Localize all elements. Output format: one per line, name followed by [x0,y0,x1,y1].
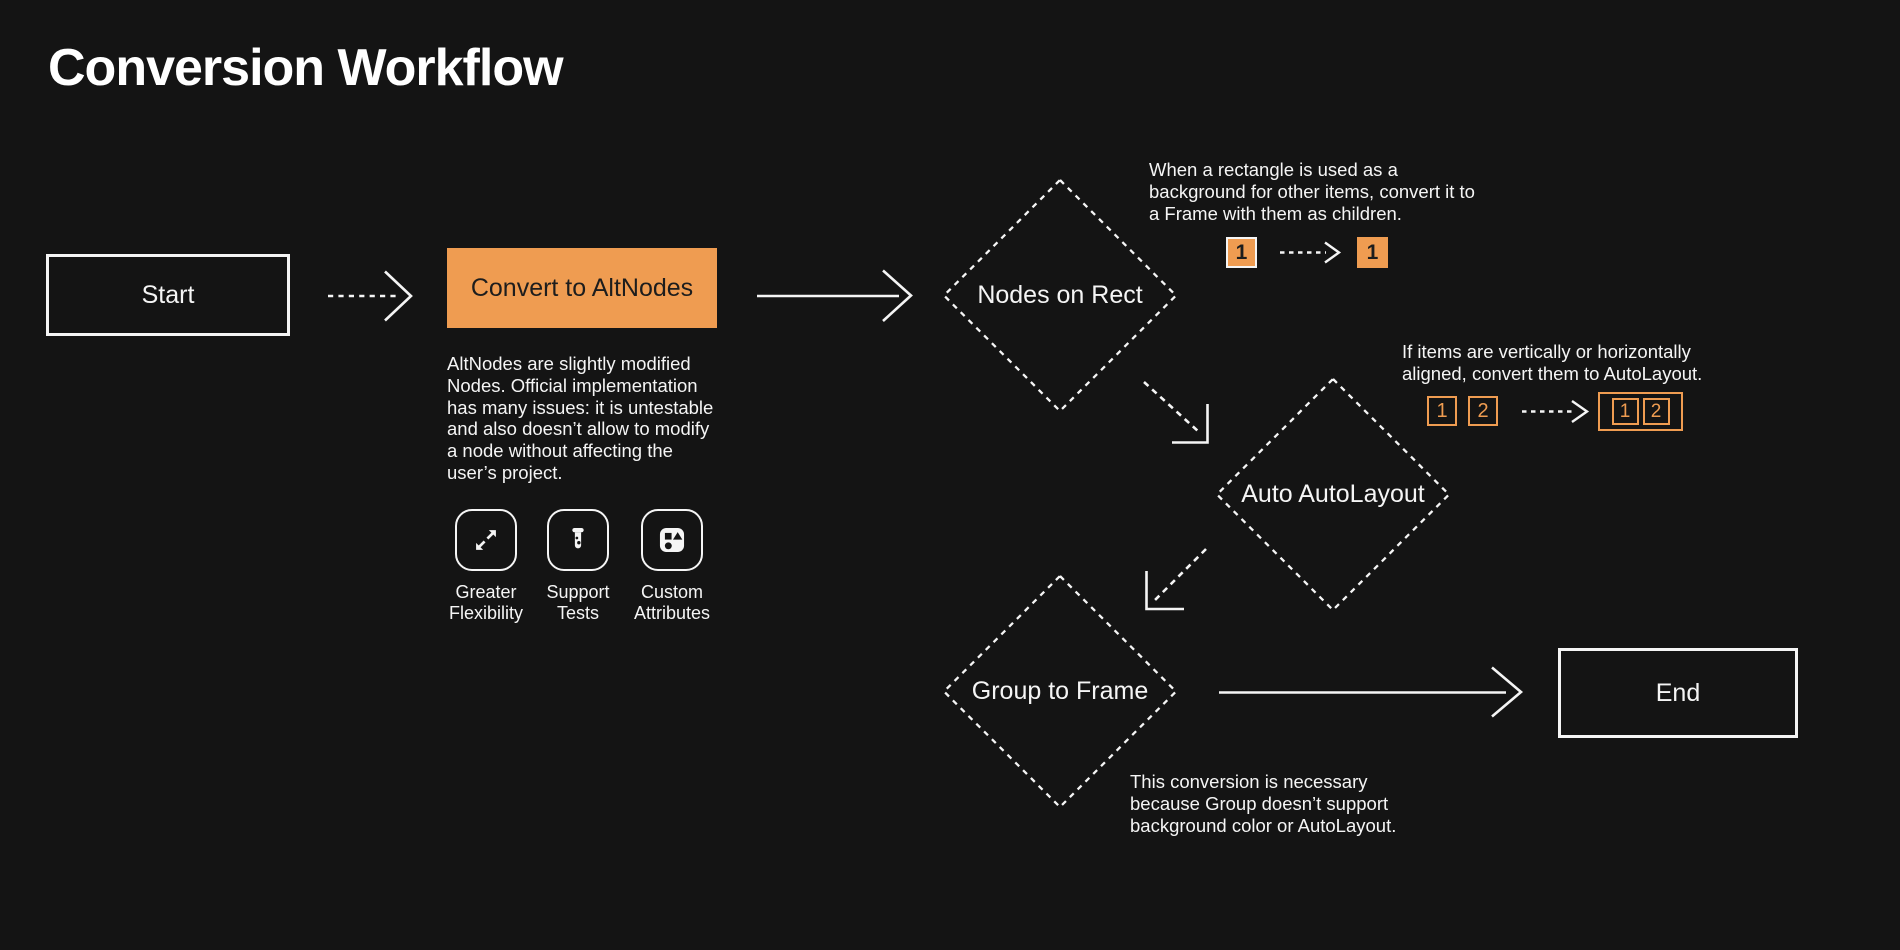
note-autolayout-after-2: 2 [1642,398,1670,425]
node-start[interactable]: Start [46,254,290,336]
diamond-label: Group to Frame [971,677,1149,705]
diamond-label: Auto AutoLayout [1241,480,1425,508]
note-autolayout-before-2: 2 [1468,396,1498,426]
diamond-label: Nodes on Rect [977,281,1143,309]
altnodes-features: Greater Flexibility Support Tests [442,509,718,624]
feature-greater-flexibility: Greater Flexibility [442,509,530,624]
test-tube-icon [547,509,609,571]
feature-label: Custom Attributes [633,582,711,623]
arrow-nodesonrect-to-autolayout [1143,381,1209,444]
arrow-convert-to-nodesonrect [757,269,913,322]
node-auto-autolayout[interactable]: Auto AutoLayout [1217,379,1449,610]
note-autolayout-text: If items are vertically or horizontally … [1402,341,1703,384]
node-start-label: Start [141,280,195,309]
note-autolayout-arrow [1522,400,1590,423]
arrow-autolayout-to-grouptoframe [1145,548,1207,611]
feature-custom-attributes: Custom Attributes [626,509,718,624]
note-rect-arrow [1280,241,1342,264]
arrow-grouptoframe-to-end [1219,666,1524,718]
node-convert-label: Convert to AltNodes [470,273,694,302]
node-end-label: End [1655,678,1701,707]
note-autolayout-before-1: 1 [1427,396,1457,426]
feature-label: Greater Flexibility [448,582,523,623]
altnodes-description: AltNodes are slightly modified Nodes. Of… [447,353,714,483]
node-nodes-on-rect[interactable]: Nodes on Rect [944,180,1176,411]
feature-support-tests: Support Tests [536,509,620,624]
note-rect-before-1: 1 [1226,237,1257,268]
feature-label: Support Tests [546,582,610,623]
node-end[interactable]: End [1558,648,1798,738]
node-group-to-frame[interactable]: Group to Frame [944,576,1176,807]
node-convert-to-altnodes[interactable]: Convert to AltNodes [447,248,717,328]
expand-arrows-icon [455,509,517,571]
note-rect-after-1: 1 [1357,237,1388,268]
arrow-start-to-convert [328,270,413,322]
note-autolayout-after-1: 1 [1611,398,1639,425]
page-title: Conversion Workflow [48,39,564,97]
shapes-icon [641,509,703,571]
note-group-text: This conversion is necessary because Gro… [1130,771,1397,836]
note-rect-text: When a rectangle is used as a background… [1149,159,1475,224]
note-autolayout-after-group: 1 2 [1598,392,1683,431]
